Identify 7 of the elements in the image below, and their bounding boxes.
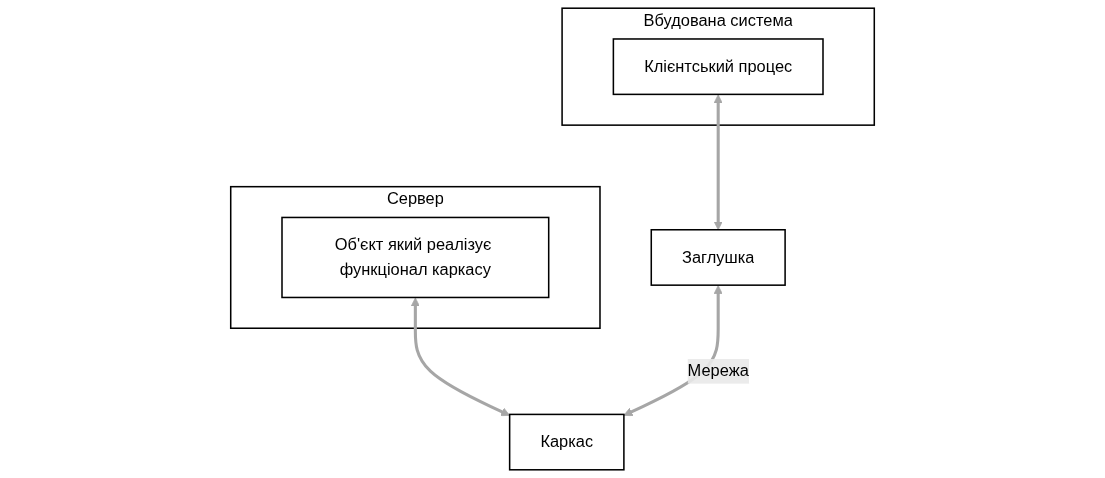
node-box: Каркас	[508, 413, 625, 471]
edge-label: Мережа	[687, 362, 749, 380]
arrow	[410, 297, 511, 417]
arrow	[713, 94, 723, 231]
node-box: Об'єкт який реалізує функціонал каркасу	[281, 216, 550, 299]
node-box: Заглушка	[650, 229, 786, 286]
node-box: Клієнтський процес	[612, 38, 824, 96]
